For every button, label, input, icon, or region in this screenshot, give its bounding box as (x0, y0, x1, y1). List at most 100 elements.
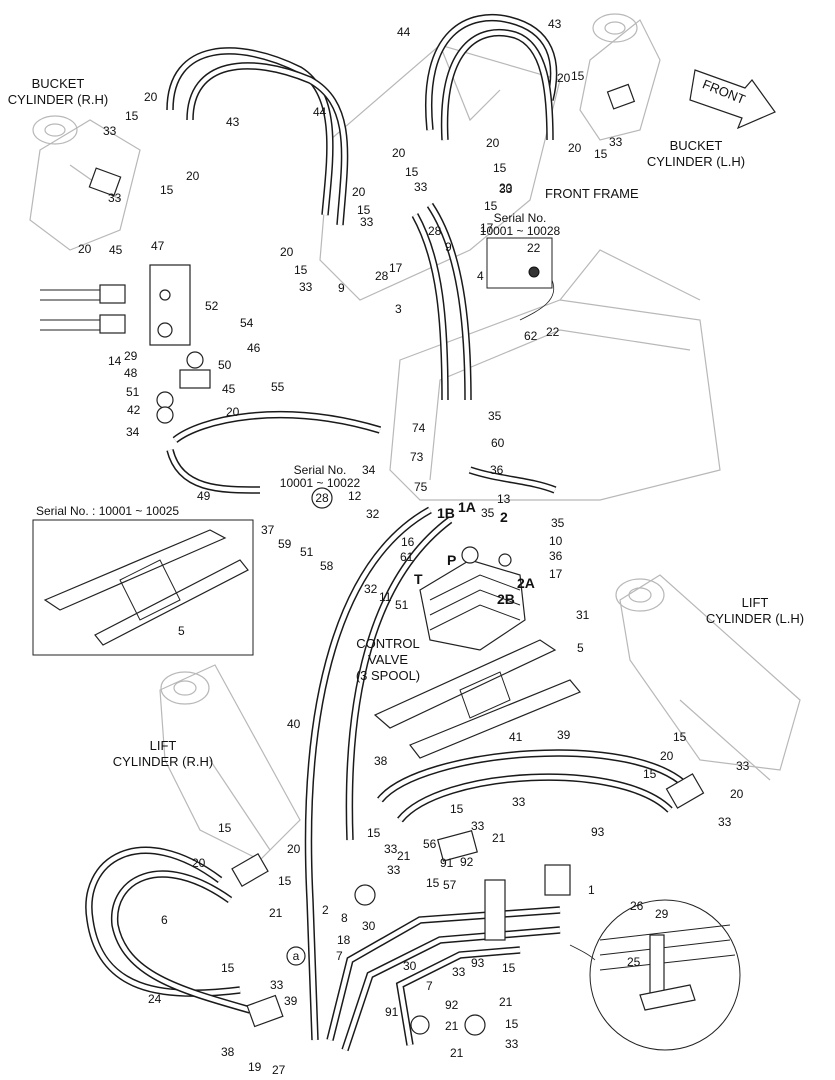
part-label: 33 (108, 191, 122, 205)
fitting-blocks (231, 773, 705, 1036)
part-label: 12 (348, 489, 362, 503)
caption-serial-b-1: Serial No. (294, 463, 347, 477)
hose-40-41 (304, 506, 453, 1041)
part-label: 35 (551, 516, 565, 530)
part-label: 20 (499, 181, 513, 195)
part-label: 33 (499, 182, 513, 196)
caption-bucket-lh-2: CYLINDER (L.H) (647, 154, 745, 169)
caption-control-valve-1: CONTROL (356, 636, 420, 651)
part-label: 20 (660, 749, 674, 763)
part-label: 20 (78, 242, 92, 256)
caption-lift-rh-1: LIFT (150, 738, 177, 753)
caption-bucket-lh-1: BUCKET (670, 138, 723, 153)
part-label: 20 (280, 245, 294, 259)
part-label: 38 (374, 754, 388, 768)
part-label: 19 (248, 1060, 262, 1074)
hose-36-right (468, 466, 557, 494)
part-label: 17 (480, 221, 494, 235)
part-label: 33 (471, 819, 485, 833)
serial-box-a (486, 237, 555, 321)
part-label: 15 (367, 826, 381, 840)
part-label: 15 (125, 109, 139, 123)
part-label: 15 (505, 1017, 519, 1031)
caption-serial-b-2: 10001 ~ 10022 (280, 476, 361, 490)
part-label: 33 (387, 863, 401, 877)
part-label: 33 (414, 180, 428, 194)
part-label: 47 (151, 239, 165, 253)
part-label: 17 (389, 261, 403, 275)
part-label: 91 (385, 1005, 399, 1019)
part-label: 18 (337, 933, 351, 947)
hose-43-44-upper-left (166, 47, 349, 226)
part-label: 15 (502, 961, 516, 975)
part-label: 75 (414, 480, 428, 494)
circled-a: a (293, 949, 300, 963)
part-label: 59 (278, 537, 292, 551)
part-label: 93 (591, 825, 605, 839)
part-label: 93 (471, 956, 485, 970)
part-label: 45 (109, 243, 123, 257)
part-label: 36 (549, 549, 563, 563)
part-label: 30 (362, 919, 376, 933)
part-label: 33 (718, 815, 732, 829)
part-label: 34 (126, 425, 140, 439)
part-label: 35 (488, 409, 502, 423)
part-label: 15 (493, 161, 507, 175)
port-2: 2 (500, 509, 508, 525)
part-label: 33 (360, 215, 374, 229)
part-label: 15 (294, 263, 308, 277)
caption-serial-c: Serial No. : 10001 ~ 10025 (36, 504, 179, 518)
caption-lift-lh-2: CYLINDER (L.H) (706, 611, 804, 626)
part-labels: 44 43 43 44 20 15 33 33 15 20 20 15 20 1… (78, 17, 750, 1077)
part-label: 20 (568, 141, 582, 155)
port-t: T (414, 571, 423, 587)
part-label: 51 (300, 545, 314, 559)
part-label: 20 (186, 169, 200, 183)
detail-circle (569, 899, 741, 1051)
bucket-cylinder-lh (579, 13, 661, 141)
part-label: 4 (477, 269, 484, 283)
caption-lift-lh-1: LIFT (742, 595, 769, 610)
part-label: 15 (450, 802, 464, 816)
part-label: 15 (673, 730, 687, 744)
part-label: 5 (577, 641, 584, 655)
part-label: 91 (440, 856, 454, 870)
part-label: 14 (108, 354, 122, 368)
port-1a: 1A (458, 499, 476, 515)
part-label: 51 (126, 385, 140, 399)
part-label: 62 (524, 329, 538, 343)
port-2b: 2B (497, 591, 515, 607)
part-label: 33 (270, 978, 284, 992)
part-label: 20 (192, 856, 206, 870)
part-label: 56 (423, 837, 437, 851)
part-label: 55 (271, 380, 285, 394)
part-label: 21 (445, 1019, 459, 1033)
part-label: 26 (630, 899, 644, 913)
part-label: 15 (594, 147, 608, 161)
part-label: 43 (226, 115, 240, 129)
caption-serial-a-1: Serial No. (494, 211, 547, 225)
part-label: 33 (384, 842, 398, 856)
part-label: 39 (284, 994, 298, 1008)
part-label: 15 (484, 199, 498, 213)
part-label: 21 (499, 995, 513, 1009)
hose-55-49 (166, 411, 382, 494)
part-label: 48 (124, 366, 138, 380)
part-label: 21 (492, 831, 506, 845)
port-2a: 2A (517, 575, 535, 591)
part-label: 32 (366, 507, 380, 521)
part-label: 9 (338, 281, 345, 295)
part-label: 2 (322, 903, 329, 917)
port-1b: 1B (437, 505, 455, 521)
lift-cylinder-lh (615, 574, 801, 781)
inset-box-serial-c (32, 519, 254, 656)
bucket-cylinder-rh (29, 115, 141, 251)
part-label: 25 (627, 955, 641, 969)
caption-serial-a-2: 10001 ~ 10028 (480, 224, 561, 238)
control-valve-3-spool (419, 546, 526, 651)
part-label: 22 (527, 241, 541, 255)
part-label: 45 (222, 382, 236, 396)
part-label: 44 (313, 105, 327, 119)
part-label: 33 (103, 124, 117, 138)
part-label: 7 (426, 979, 433, 993)
